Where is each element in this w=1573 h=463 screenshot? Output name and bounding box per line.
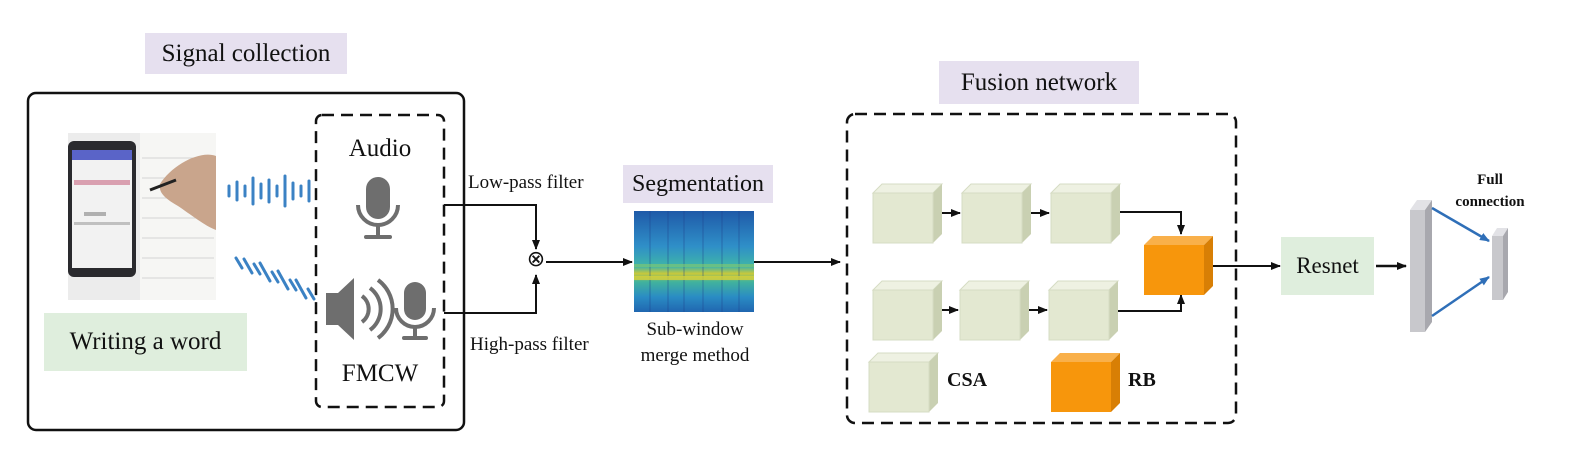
resnet-box — [1281, 237, 1374, 295]
low-pass-line — [444, 204, 540, 250]
writing-photo — [68, 133, 216, 300]
high-pass-label: High-pass filter — [470, 334, 589, 355]
segmentation-method-line2: merge method — [640, 345, 750, 366]
signal-collection-box — [26, 91, 466, 432]
audio-wave-icon — [227, 174, 311, 208]
fc-arrow-lower — [1431, 275, 1490, 318]
full-connection-line1: Full — [1477, 172, 1503, 188]
segmentation-title: Segmentation — [623, 165, 773, 203]
csa-legend-label: CSA — [947, 369, 988, 391]
csa-cube-row1-3 — [1049, 183, 1122, 244]
rb-cube — [1144, 236, 1213, 295]
csa-cube-row2-1 — [871, 280, 944, 341]
csa-cube-row1-1 — [871, 183, 944, 244]
full-connection-line2: connection — [1455, 194, 1525, 210]
rb-legend-label: RB — [1128, 369, 1156, 391]
fc-arrow-upper — [1431, 206, 1490, 243]
sensor-dashed-box — [314, 113, 446, 409]
mixer-symbol: ⊗ — [526, 247, 546, 272]
signal-collection-title: Signal collection — [145, 33, 347, 74]
writing-label: Writing a word — [69, 328, 222, 355]
fusion-network-title: Fusion network — [939, 61, 1139, 104]
hand — [159, 154, 216, 230]
speaker-icon — [326, 278, 395, 340]
writing-label-box — [44, 313, 247, 371]
resnet-label: Resnet — [1296, 253, 1359, 278]
csa-cube-row2-2 — [958, 280, 1031, 341]
fmcw-microphone-icon — [394, 282, 436, 340]
csa-cube-row2-3 — [1047, 280, 1120, 341]
spectrogram — [634, 211, 754, 312]
fc-layer-output — [1492, 228, 1508, 300]
fc-layer-input — [1410, 200, 1432, 332]
segmentation-method-line1: Sub-window — [646, 319, 744, 340]
fmcw-label: FMCW — [341, 360, 419, 387]
csa-legend-cube — [867, 352, 940, 413]
fmcw-wave-icon — [234, 256, 316, 301]
microphone-icon — [356, 177, 400, 239]
csa-cube-row1-2 — [960, 183, 1033, 244]
rb-legend-cube — [1051, 353, 1120, 412]
audio-label: Audio — [348, 135, 412, 162]
low-pass-label: Low-pass filter — [468, 172, 584, 193]
high-pass-line — [444, 274, 540, 314]
fusion-dashed-box — [845, 112, 1238, 425]
